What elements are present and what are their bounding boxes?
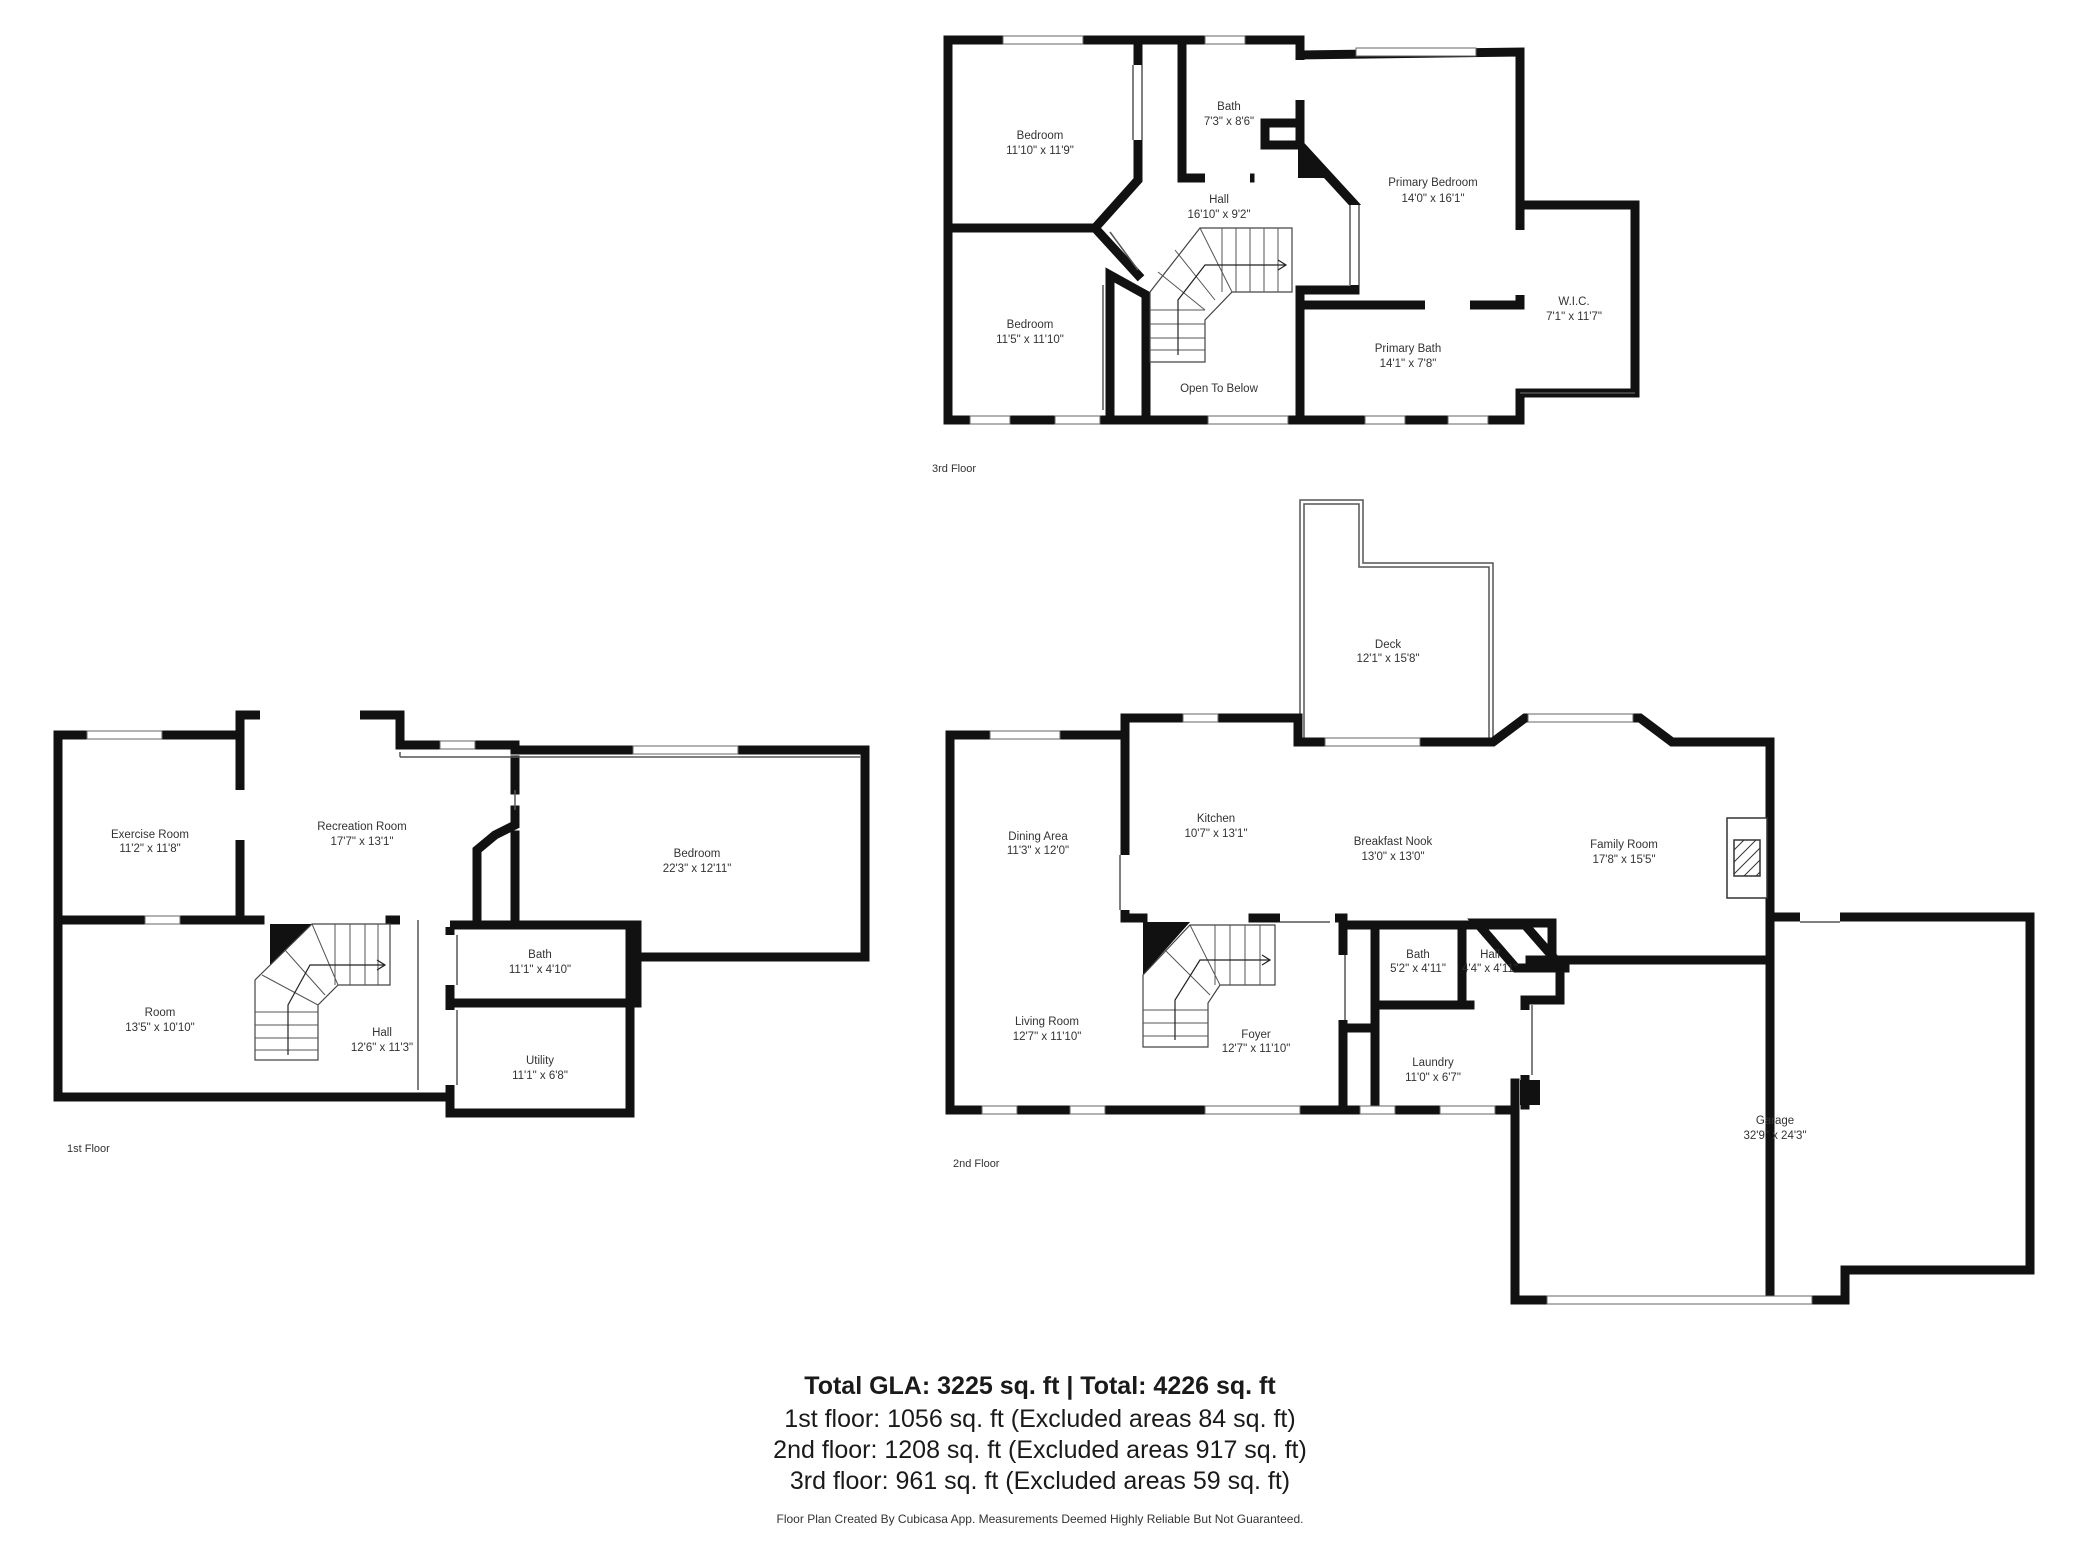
room-name: Bath [528, 949, 552, 961]
room-dimensions: 14'1" x 7'8" [1380, 358, 1437, 370]
room-name: Exercise Room [111, 829, 189, 841]
room-name: Bedroom [1017, 130, 1064, 142]
third-floor-area: 3rd floor: 961 sq. ft (Excluded areas 59… [789, 1467, 1291, 1495]
room-name: Bedroom [674, 848, 721, 860]
room-name: Hall [1480, 949, 1500, 961]
room-dimensions: 16'10" x 9'2" [1187, 209, 1250, 221]
room-dimensions: 11'1" x 4'10" [509, 964, 571, 976]
room-dimensions: 17'7" x 13'1" [330, 836, 393, 848]
first-floor-plan [53, 710, 870, 1118]
room-name: Garage [1756, 1115, 1794, 1127]
third-floor-stairs [1149, 227, 1293, 363]
floor-label-third: 3rd Floor [932, 463, 976, 475]
room-dimensions: 12'7" x 11'10" [1013, 1031, 1082, 1043]
room-name: W.I.C. [1558, 296, 1589, 308]
room-dimensions: 17'8" x 15'5" [1592, 854, 1655, 866]
room-name: Bath [1217, 101, 1241, 113]
room-name: Open To Below [1180, 383, 1258, 395]
first-floor-area: 1st floor: 1056 sq. ft (Excluded areas 8… [784, 1405, 1296, 1433]
room-dimensions: 7'1" x 11'7" [1546, 311, 1602, 323]
room-name: Laundry [1412, 1057, 1454, 1069]
credit-disclaimer: Floor Plan Created By Cubicasa App. Meas… [776, 1512, 1304, 1526]
room-name: Recreation Room [317, 821, 406, 833]
room-name: Primary Bedroom [1388, 177, 1477, 189]
room-dimensions: 11'0" x 6'7" [1405, 1072, 1461, 1084]
room-name: Breakfast Nook [1354, 836, 1433, 848]
room-name: Deck [1375, 639, 1401, 651]
room-name: Room [145, 1007, 176, 1019]
room-name: Kitchen [1197, 813, 1235, 825]
fireplace [1726, 817, 1768, 899]
room-name: Hall [372, 1027, 392, 1039]
room-dimensions: 12'1" x 15'8" [1356, 653, 1419, 665]
room-dimensions: 11'1" x 6'8" [512, 1070, 568, 1082]
floor-label-second: 2nd Floor [953, 1158, 1000, 1170]
first-floor-stairs [254, 923, 391, 1061]
room-dimensions: 13'5" x 10'10" [125, 1022, 194, 1034]
room-dimensions: 4'4" x 4'11" [1462, 963, 1518, 975]
room-dimensions: 5'2" x 4'11" [1390, 963, 1446, 975]
room-dimensions: 32'9" x 24'3" [1743, 1130, 1806, 1142]
room-name: Hall [1209, 194, 1229, 206]
room-name: Bath [1406, 949, 1430, 961]
room-name: Utility [526, 1055, 554, 1067]
room-dimensions: 13'0" x 13'0" [1361, 851, 1424, 863]
total-area-summary: Total GLA: 3225 sq. ft | Total: 4226 sq.… [804, 1372, 1276, 1400]
second-floor-stairs [1142, 922, 1276, 1048]
floor-label-first: 1st Floor [67, 1143, 110, 1155]
room-dimensions: 7'3" x 8'6" [1204, 116, 1254, 128]
room-dimensions: 12'6" x 11'3" [351, 1042, 413, 1054]
room-dimensions: 10'7" x 13'1" [1184, 828, 1247, 840]
room-dimensions: 11'2" x 11'8" [119, 843, 180, 855]
second-floor-plan [945, 499, 2035, 1305]
room-dimensions: 12'7" x 11'10" [1222, 1043, 1291, 1055]
room-dimensions: 22'3" x 12'11" [663, 863, 732, 875]
room-name: Foyer [1241, 1029, 1271, 1041]
room-name: Dining Area [1008, 831, 1068, 843]
room-dimensions: 11'5" x 11'10" [996, 334, 1064, 346]
room-name: Family Room [1590, 839, 1658, 851]
room-dimensions: 11'10" x 11'9" [1006, 145, 1074, 157]
room-name: Primary Bath [1375, 343, 1441, 355]
room-name: Bedroom [1007, 319, 1054, 331]
second-floor-area: 2nd floor: 1208 sq. ft (Excluded areas 9… [773, 1436, 1307, 1464]
third-floor-plan [943, 35, 1640, 425]
room-name: Living Room [1015, 1016, 1079, 1028]
room-dimensions: 14'0" x 16'1" [1401, 193, 1464, 205]
room-dimensions: 11'3" x 12'0" [1007, 845, 1069, 857]
